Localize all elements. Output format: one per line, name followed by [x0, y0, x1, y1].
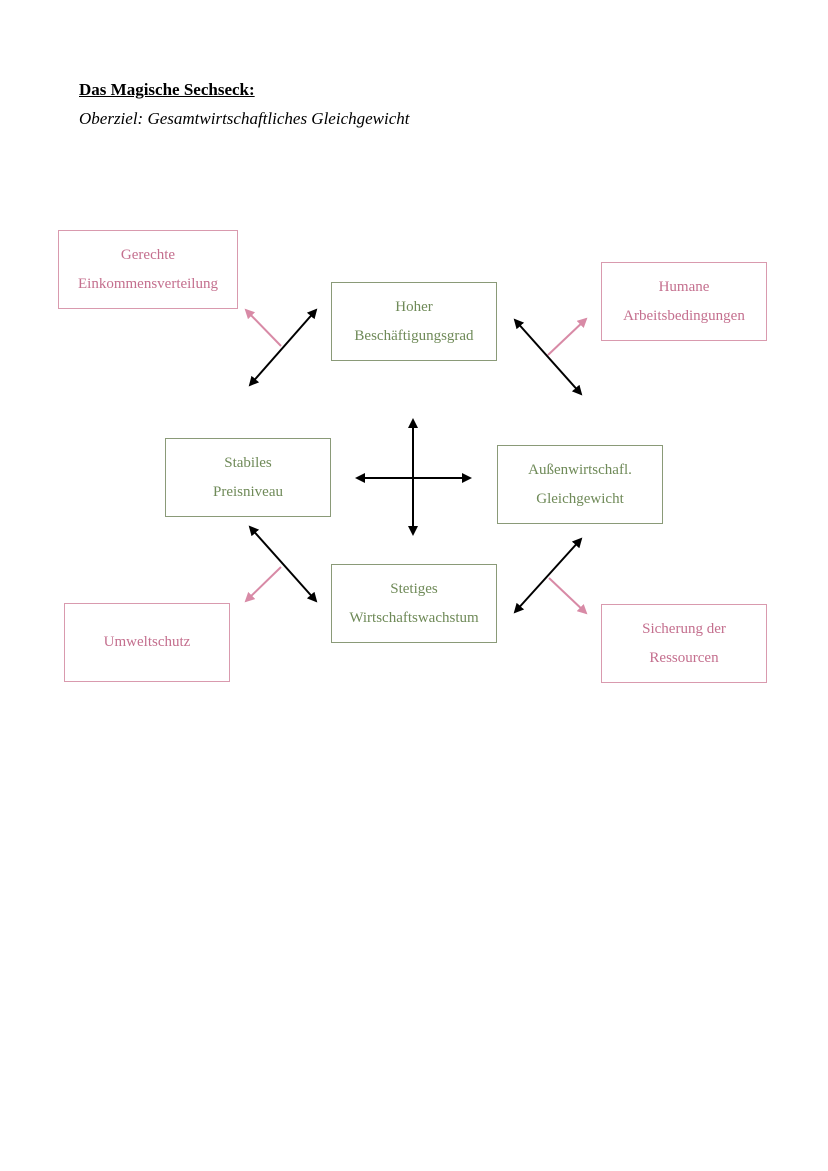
arrow-to-arbeit [547, 317, 588, 356]
goal-label: Einkommensverteilung [78, 275, 218, 292]
goal-label: Humane [658, 278, 710, 295]
goal-umwelt: Umweltschutz [64, 603, 230, 682]
goal-label: Stetiges [390, 580, 438, 597]
goal-label: Stabiles [224, 454, 272, 471]
goal-label: Umweltschutz [103, 634, 191, 650]
page-subtitle: Oberziel: Gesamtwirtschaftliches Gleichg… [79, 109, 410, 128]
goal-label: Gerechte [120, 246, 176, 263]
goal-preisniveau: Stabiles Preisniveau [165, 438, 331, 517]
goal-label: Wirtschaftswachstum [349, 609, 479, 626]
goal-aussenwirtschaft: Außenwirtschafl. Gleichgewicht [497, 445, 663, 524]
goal-label: Ressourcen [649, 649, 719, 666]
goal-einkommen: Gerechte Einkommensverteilung [58, 230, 238, 309]
goal-label: Beschäftigungsgrad [354, 327, 474, 344]
goal-ressourcen: Sicherung der Ressourcen [601, 604, 767, 683]
goal-label: Gleichgewicht [536, 490, 624, 507]
goal-label: Arbeitsbedingungen [623, 307, 745, 324]
arrow-einkommen-beschaeftigung [248, 308, 318, 387]
goal-label: Hoher [395, 298, 433, 315]
arrow-to-umwelt [244, 566, 282, 603]
arrow-beschaeftigung-aussenwirtschaft [513, 318, 583, 396]
goal-beschaeftigung: Hoher Beschäftigungsgrad [331, 282, 497, 361]
arrow-to-einkommen [244, 308, 282, 347]
arrow-to-ressourcen [548, 577, 588, 615]
goal-label: Sicherung der [642, 620, 726, 637]
goal-label: Preisniveau [213, 483, 283, 500]
arrow-wachstum-aussenwirtschaft [513, 537, 583, 614]
page-title: Das Magische Sechseck: [79, 80, 255, 99]
arrow-preisniveau-wachstum [248, 525, 318, 603]
goal-wachstum: Stetiges Wirtschaftswachstum [331, 564, 497, 643]
goal-label: Außenwirtschafl. [528, 461, 632, 478]
goal-arbeit: Humane Arbeitsbedingungen [601, 262, 767, 341]
